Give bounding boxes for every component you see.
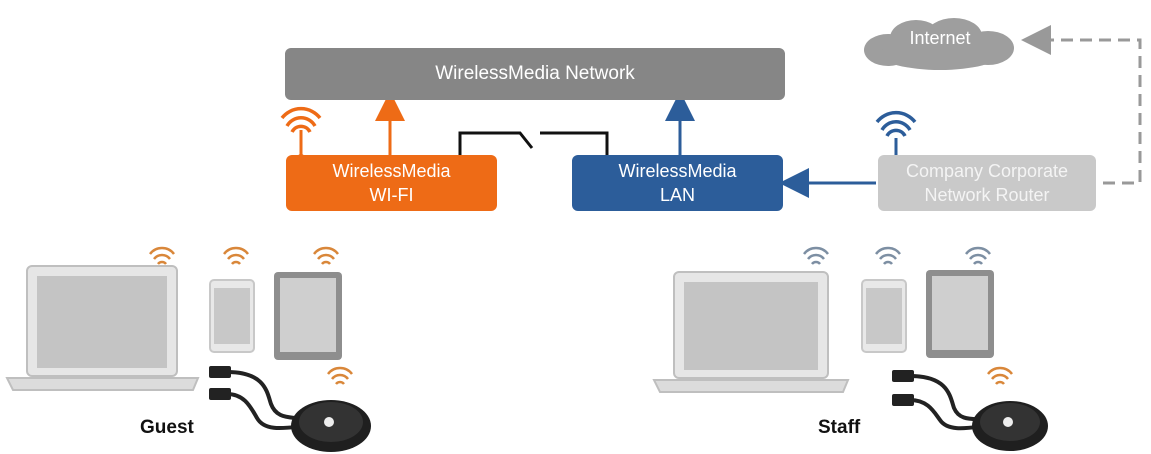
phone-icon	[209, 279, 255, 353]
cloud-icon	[864, 18, 1014, 70]
internet-label: Internet	[909, 28, 971, 48]
wifi-signal-icon	[875, 110, 917, 137]
wireless-presentation-button-icon	[892, 370, 1048, 451]
wifi-signal-icon	[875, 246, 901, 265]
router-node-line1: Company Corporate	[905, 161, 1069, 181]
router-node-line2: Network Router	[924, 185, 1050, 205]
wifi-signal-icon	[987, 366, 1013, 385]
isolation-switch	[458, 131, 609, 160]
wifi-signal-icon	[223, 246, 249, 265]
wifi-signal-icon	[280, 106, 322, 133]
wirelessmedia-network-box: WirelessMedia Network	[285, 48, 785, 100]
wifi-signal-icon	[313, 246, 339, 265]
network-label: WirelessMedia Network	[435, 63, 635, 84]
lan-node-line2: LAN	[659, 185, 695, 205]
wifi-signal-icon	[149, 246, 175, 265]
wifi-node-line1: WirelessMedia	[332, 161, 451, 181]
staff-label: Staff	[818, 417, 861, 438]
laptop-icon	[652, 271, 850, 393]
wifi-node-line2: WI-FI	[369, 185, 414, 205]
corporate-router-box: Company Corporate Network Router	[878, 155, 1096, 211]
tablet-icon	[274, 272, 342, 360]
wirelessmedia-lan-box: WirelessMedia LAN	[572, 155, 783, 211]
wirelessmedia-wifi-box: WirelessMedia WI-FI	[286, 155, 497, 211]
wifi-signal-icon	[803, 246, 829, 265]
wifi-signal-icon	[327, 366, 353, 385]
wireless-presentation-button-icon	[209, 366, 371, 452]
laptop-icon	[5, 265, 200, 391]
internet-router-dashed-link	[1021, 25, 1142, 185]
tablet-icon	[926, 270, 994, 358]
guest-label: Guest	[140, 417, 194, 438]
phone-icon	[861, 279, 907, 353]
wifi-signal-icon	[965, 246, 991, 265]
lan-node-line1: WirelessMedia	[618, 161, 737, 181]
